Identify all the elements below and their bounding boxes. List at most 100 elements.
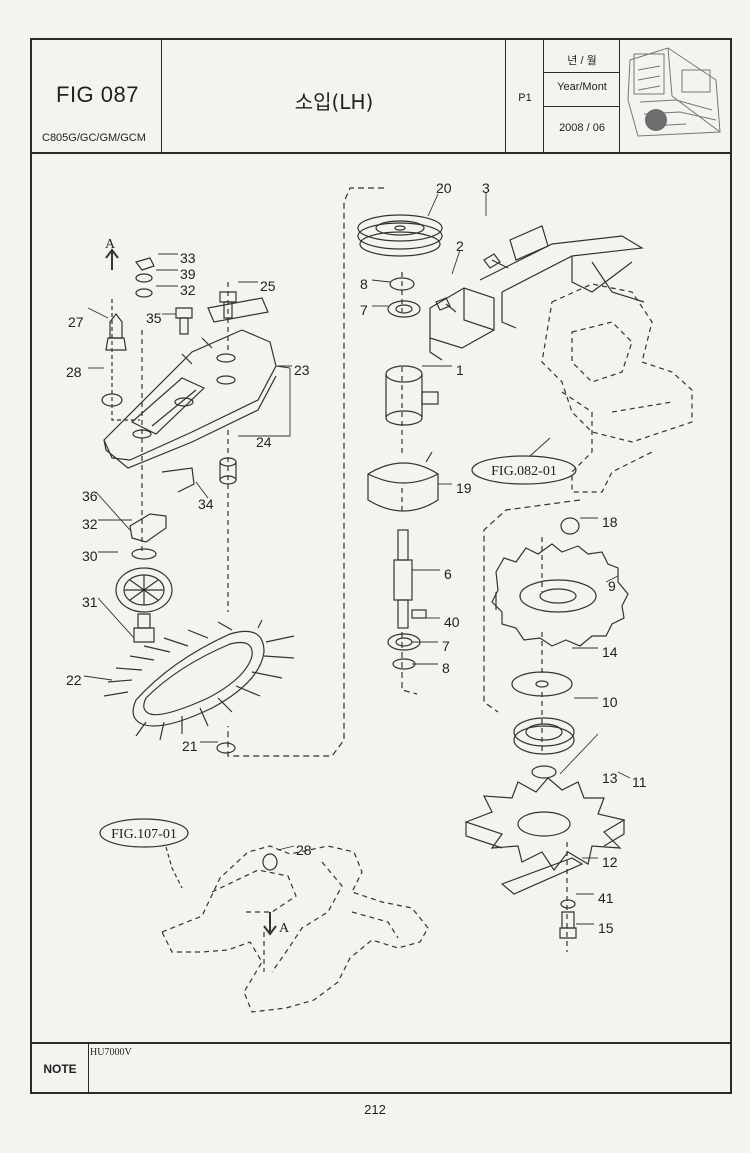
note-row: NOTE <box>32 1042 730 1094</box>
part-label: 21 <box>182 738 198 754</box>
idler-pulley-30 <box>115 567 173 613</box>
bolt-2 <box>435 297 457 313</box>
star-wheel-11 <box>464 777 626 872</box>
ref-fig-082: FIG.082-01 <box>491 464 557 479</box>
washer-32 <box>131 548 157 560</box>
model-list: C805G/GC/GM/GCM <box>42 132 146 144</box>
ref-bubble-082 <box>471 455 577 485</box>
leader-lines <box>83 192 631 925</box>
guide-plate-23 <box>103 297 277 469</box>
part-label: 32 <box>82 516 98 532</box>
view-arrow-down-icon <box>263 912 277 936</box>
title-cell: 소입(LH) <box>162 40 506 152</box>
part-label: 6 <box>444 566 452 582</box>
band-19 <box>367 451 439 512</box>
bolt-31 <box>133 613 155 643</box>
washer-32b <box>135 288 153 298</box>
part-label: 28 <box>296 842 312 858</box>
sleeve-1 <box>385 365 439 426</box>
part-label: 31 <box>82 594 98 610</box>
view-arrow-up-icon <box>105 248 119 270</box>
nut-33 <box>134 257 155 271</box>
part-label: 11 <box>632 774 647 790</box>
part-label: 10 <box>602 694 618 710</box>
part-label: 7 <box>360 302 368 318</box>
part-label: 13 <box>602 770 618 786</box>
circlip-13 <box>531 765 557 779</box>
washer-28 <box>101 393 123 407</box>
date-cell: 년 / 월 Year/Mont 2008 / 06 <box>544 40 620 152</box>
part-label: 7 <box>442 638 450 654</box>
part-label: 12 <box>602 854 618 870</box>
parts-diagram: 3339322527352823243436323031222120328711… <box>66 180 693 1013</box>
bolt-3 <box>483 253 509 269</box>
spacer-24 <box>219 457 237 485</box>
ref-fig-107: FIG.107-01 <box>111 827 177 842</box>
date-divider <box>544 106 620 107</box>
circlip-8 <box>389 277 415 291</box>
part-label: 24 <box>256 434 272 450</box>
fig-number: FIG 087 <box>56 82 139 107</box>
part-label: 1 <box>456 362 464 378</box>
part-label: 22 <box>66 672 82 688</box>
bracket-34 <box>161 467 195 493</box>
part-label: 32 <box>180 282 196 298</box>
lower-frame-dashed-outline <box>161 845 429 1013</box>
parts-sheet: FIG 087 C805G/GC/GM/GCM 소입(LH) P1 년 / 월 … <box>30 38 732 1094</box>
thumbnail-marker-icon <box>645 109 667 131</box>
date-label-en: Year/Mont <box>557 81 607 93</box>
bolt-15 <box>559 911 577 939</box>
part-label: 25 <box>260 278 276 294</box>
circlip-8b <box>392 658 416 670</box>
part-label: 41 <box>598 890 614 906</box>
bolt-35 <box>175 307 193 335</box>
part-label: 40 <box>444 614 460 630</box>
part-label: 8 <box>360 276 368 292</box>
part-label: 33 <box>180 250 196 266</box>
assembly-dash-line <box>483 499 581 713</box>
combine-harvester-thumbnail <box>627 47 721 137</box>
view-label-a-lower: A <box>279 921 290 936</box>
washer-28b <box>262 853 278 871</box>
star-wheel-9 <box>491 543 629 647</box>
part-label: 8 <box>442 660 450 676</box>
ref-bubble-107 <box>99 818 189 848</box>
bushing-18 <box>560 517 580 535</box>
ring-10 <box>513 717 575 755</box>
pulley-20 <box>357 214 443 257</box>
part-label: 15 <box>598 920 614 936</box>
part-label: 19 <box>456 480 472 496</box>
part-label: 39 <box>180 266 196 282</box>
part-label: 36 <box>82 488 98 504</box>
part-label: 9 <box>608 578 616 594</box>
grease-fitting-27 <box>105 313 127 351</box>
washer-41 <box>560 899 576 909</box>
thumbnail-cell <box>620 40 730 152</box>
date-label-ko: 년 / 월 <box>567 55 597 67</box>
frame-dashed-outline <box>541 283 693 493</box>
sheet-page: P1 <box>518 92 532 104</box>
date-value: 2008 / 06 <box>559 122 605 134</box>
part-label: 35 <box>146 310 162 326</box>
part-label: 14 <box>602 644 618 660</box>
frame-assembly <box>429 225 645 361</box>
part-label: 28 <box>66 364 82 380</box>
disk-14 <box>511 671 573 697</box>
part-label: 27 <box>68 314 84 330</box>
date-divider <box>544 72 620 73</box>
part-label: 30 <box>82 548 98 564</box>
view-label-a: A <box>105 237 116 252</box>
washer-21 <box>216 742 236 754</box>
sheet-header: FIG 087 C805G/GC/GM/GCM 소입(LH) P1 년 / 월 … <box>32 40 730 154</box>
note-label: NOTE <box>32 1044 89 1094</box>
part-label: 2 <box>456 238 464 254</box>
page-number: 212 <box>364 1102 386 1117</box>
bracket-36 <box>129 513 167 543</box>
page-title: 소입(LH) <box>294 90 374 114</box>
plate-12 <box>500 857 584 895</box>
shaft-6 <box>393 529 427 629</box>
washer-39 <box>135 273 153 283</box>
fig-cell: FIG 087 C805G/GC/GM/GCM <box>32 40 162 152</box>
part-label: 34 <box>198 496 214 512</box>
